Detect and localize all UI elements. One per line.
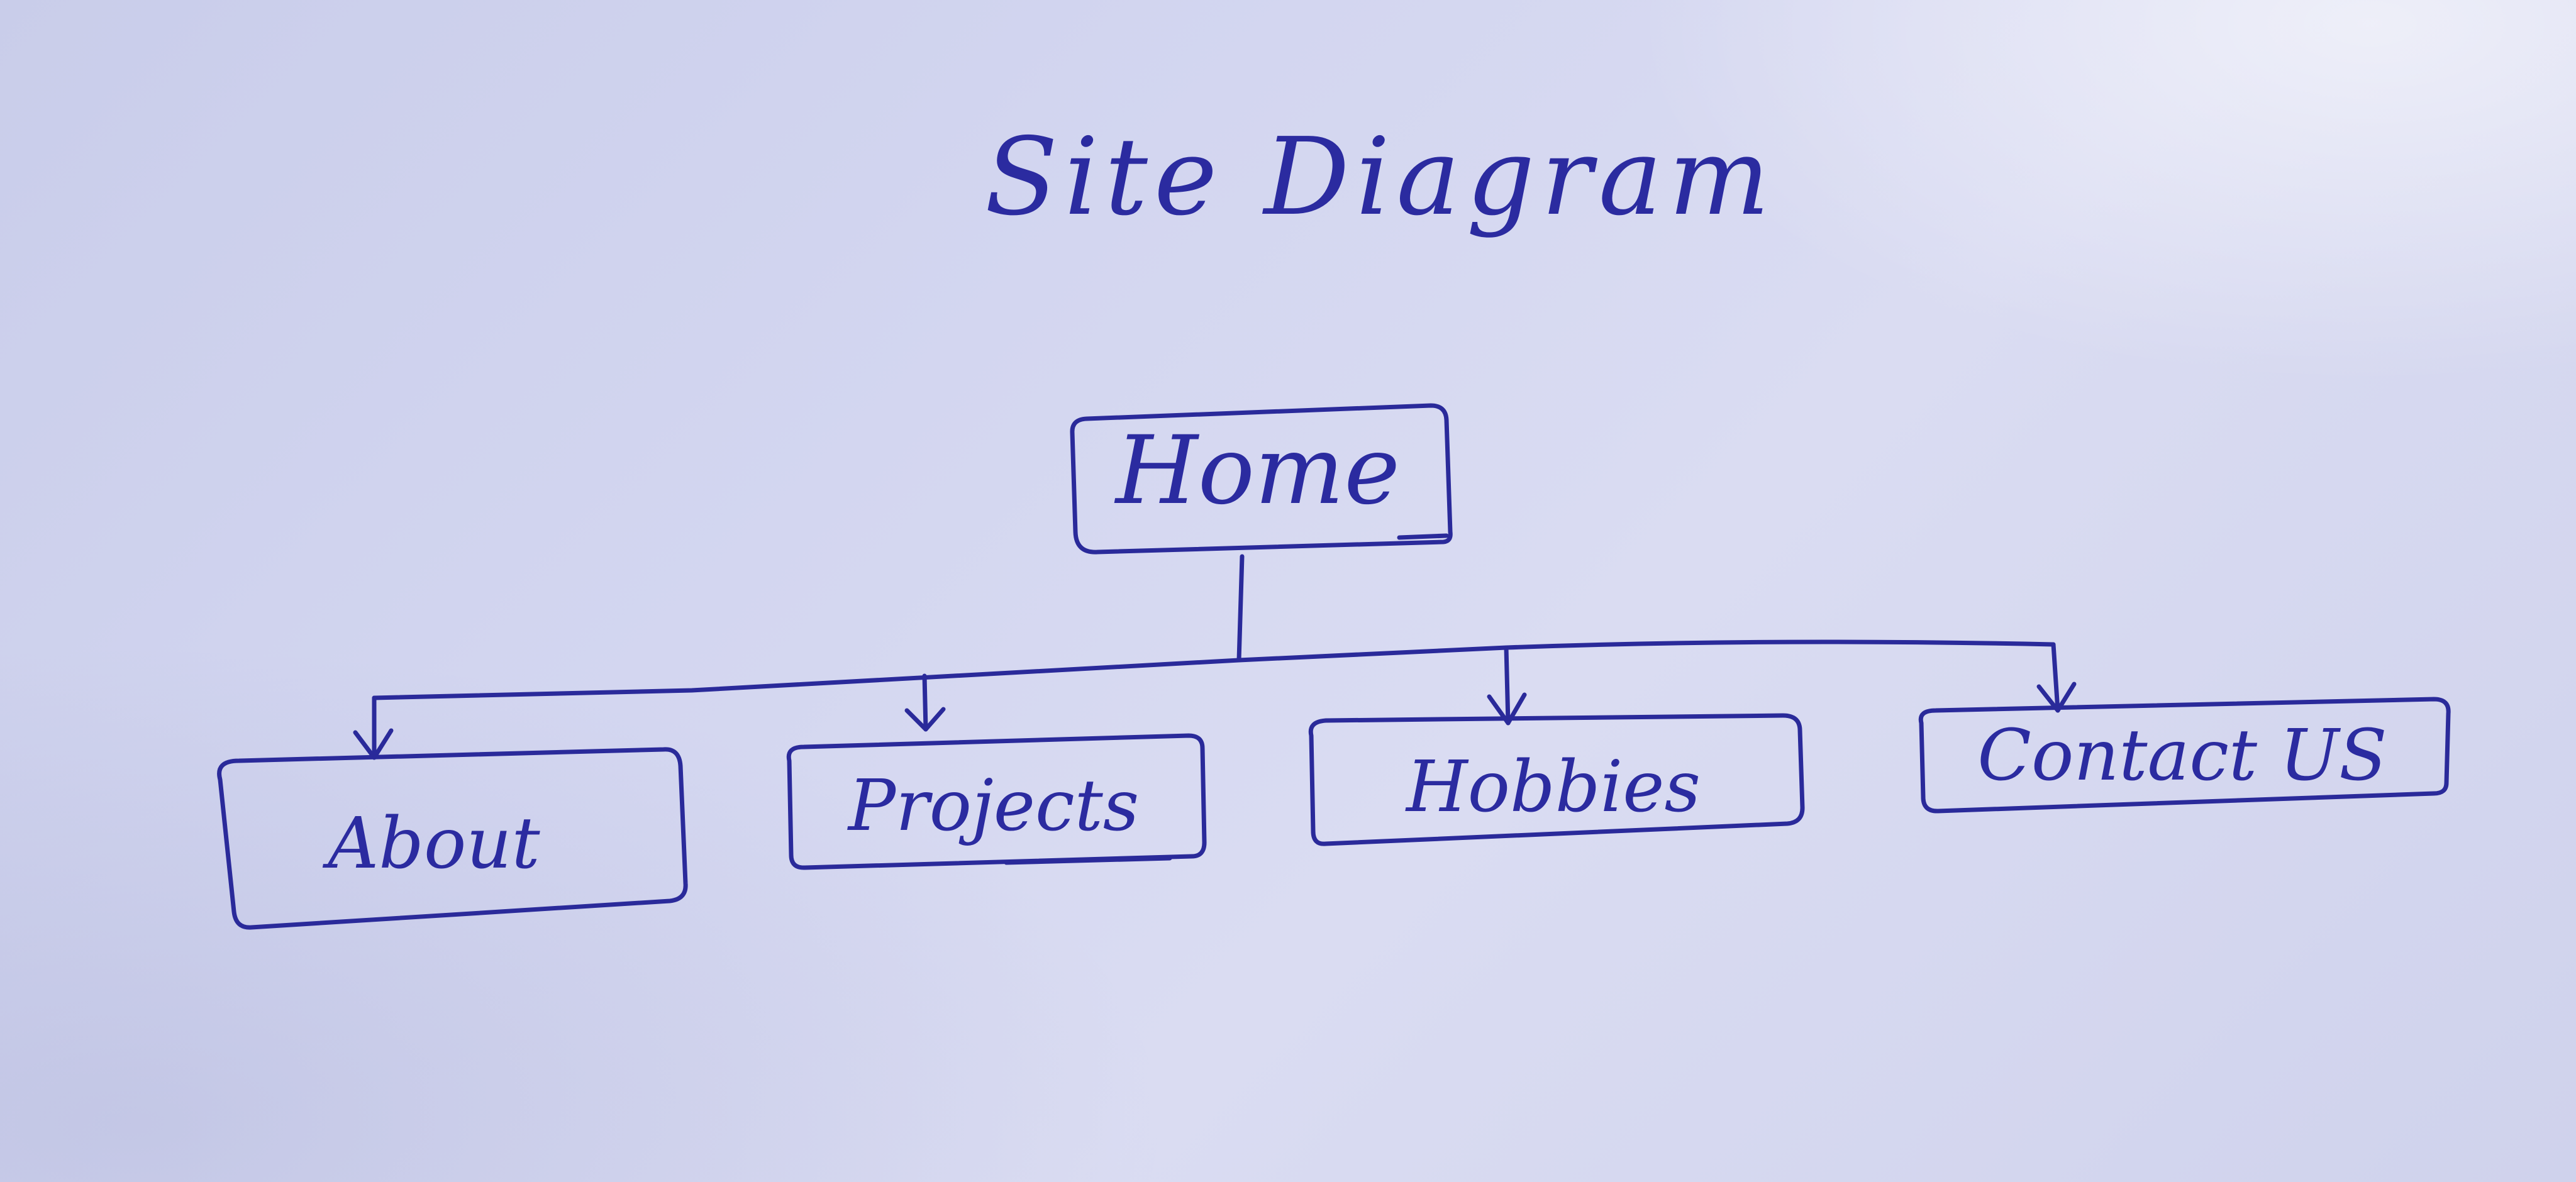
projects-arrowhead [904,707,946,732]
projects-label: Projects [847,765,1140,847]
hobbies-arrow-stem [1504,645,1511,726]
contact-node: Contact US [1918,697,2451,814]
home-box [1070,403,1453,555]
hobbies-box [1308,713,1805,846]
projects-node: Projects [786,733,1207,870]
contact-label: Contact US [1977,715,2387,797]
home-box-underline [1397,533,1449,540]
hobbies-arrowhead [1487,692,1527,726]
contact-arrow-stem [2051,642,2060,713]
about-label: About [322,803,540,885]
projects-arrow-stem [922,673,928,732]
contact-box [1918,697,2451,814]
contact-arrowhead [2036,682,2077,713]
horizontal-branch-line [372,639,2056,700]
home-down-line [1236,554,1245,663]
about-node: About [217,747,688,930]
home-node: Home [1070,403,1453,555]
diagram-title: Site Diagram [985,115,1776,240]
projects-box-underline [1004,856,1172,865]
home-label: Home [1114,416,1400,526]
hobbies-node: Hobbies [1308,713,1805,846]
about-box [217,747,688,930]
hobbies-label: Hobbies [1405,746,1701,828]
connector-lines [353,554,2077,760]
projects-box [786,733,1207,870]
